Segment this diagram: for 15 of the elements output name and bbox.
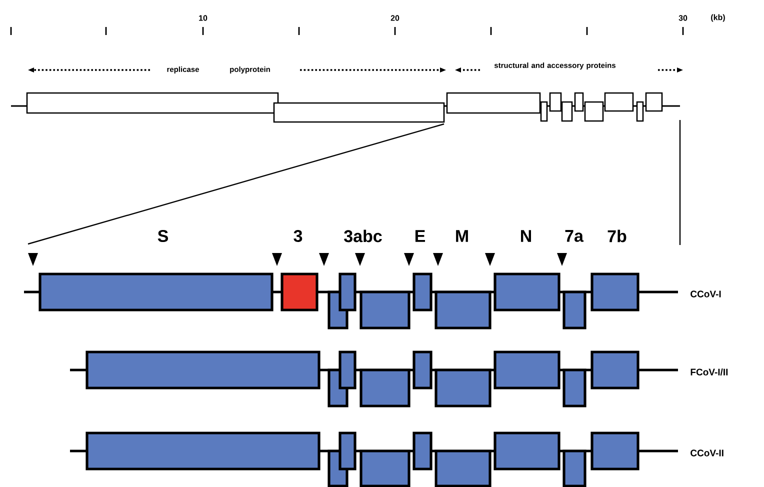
strain-label: CCoV-II (690, 450, 724, 456)
tick-label: 30 (678, 15, 688, 21)
gene-label: 3abc (344, 230, 382, 242)
gene-label: E (415, 230, 426, 242)
axis-unit: (kb) (711, 14, 725, 22)
tick-label: 10 (199, 15, 208, 21)
tick-label: 20 (390, 15, 400, 21)
gene-label: 7b (608, 230, 626, 242)
gene-label: M (456, 230, 468, 242)
gene-label: 7a (565, 230, 584, 242)
strain-label: CCoV-I (690, 290, 721, 298)
strain-label: FCoV-I/II (690, 368, 728, 376)
gene-label: N (521, 230, 531, 242)
gene-label: S (158, 230, 168, 242)
gene-label: 3 (294, 230, 302, 242)
